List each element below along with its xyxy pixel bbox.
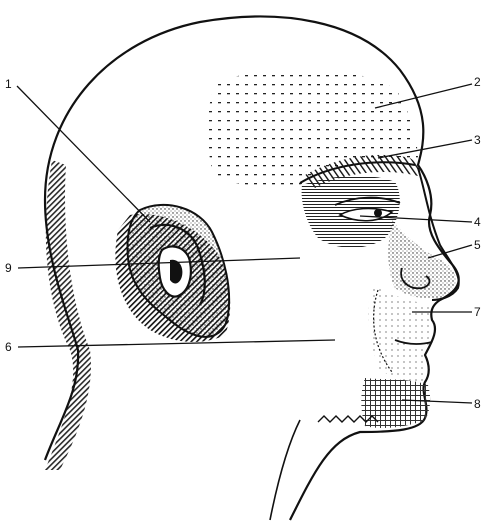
label-4: 4	[474, 215, 481, 229]
label-6: 6	[5, 340, 12, 354]
label-5: 5	[474, 238, 481, 252]
region-nose	[388, 220, 455, 298]
jaw-line	[270, 420, 300, 520]
region-chin	[361, 378, 430, 428]
region-upper-lip	[368, 285, 433, 382]
label-2: 2	[474, 75, 481, 89]
label-9: 9	[5, 261, 12, 275]
leader-6	[18, 340, 335, 347]
leader-1	[17, 86, 150, 222]
label-1: 1	[5, 77, 12, 91]
label-8: 8	[474, 397, 481, 411]
label-3: 3	[474, 133, 481, 147]
eye-pupil	[374, 209, 382, 217]
leader-5	[428, 245, 472, 258]
label-7: 7	[474, 305, 481, 319]
